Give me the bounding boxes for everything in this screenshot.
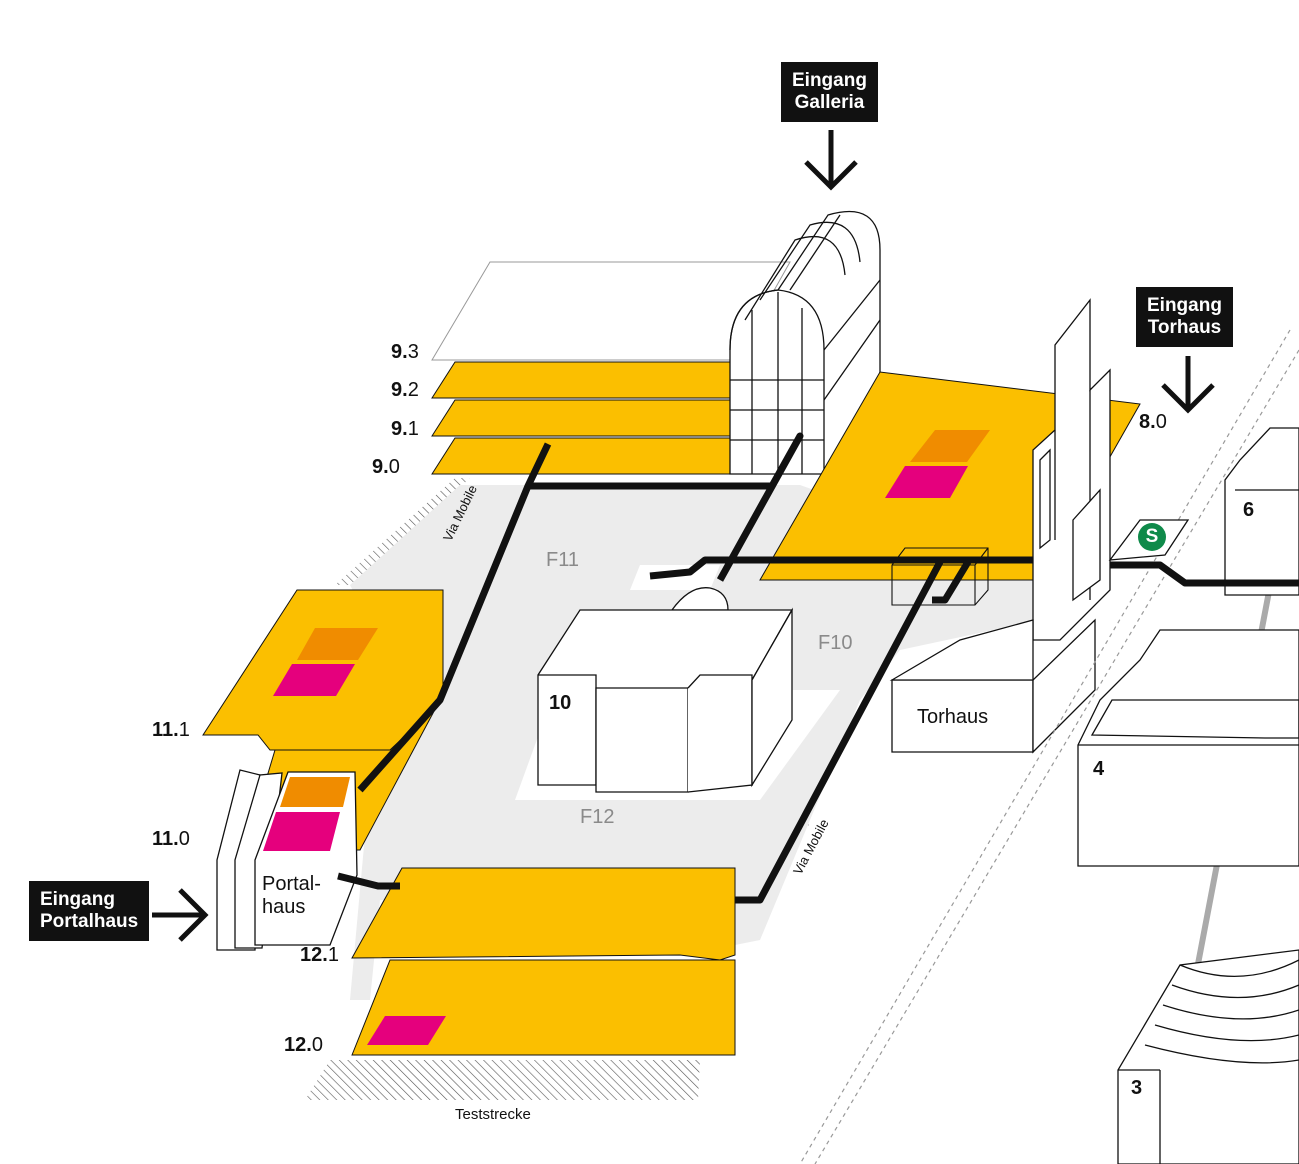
portalhaus-building (216, 769, 358, 951)
hall-6-label: 6 (1243, 499, 1255, 521)
level-9-0: 9.0 (372, 456, 400, 478)
portalhaus-line1: Portal- (262, 873, 321, 895)
hall-9-level-1 (431, 399, 736, 437)
entrance-galleria-line2: Galleria (794, 92, 865, 113)
entrance-portalhaus-label: Eingang Portalhaus (29, 881, 150, 941)
portalhaus-label: Portal- haus (262, 873, 321, 919)
hall-9-level-0 (431, 437, 736, 475)
hall-12-level-1 (351, 867, 736, 961)
hall-4 (1077, 629, 1299, 867)
level-12-1: 12.1 (300, 944, 339, 966)
hall-9-level-2 (431, 361, 736, 399)
hall-11-highlight-magenta (273, 664, 355, 696)
hall-3-label: 3 (1131, 1077, 1143, 1099)
railway-lines (799, 329, 1299, 1164)
level-11-0: 11.0 (152, 828, 190, 850)
hall-12-level-0 (351, 959, 736, 1056)
via-mobile-walkways (337, 432, 1299, 904)
hall-12 (351, 867, 736, 1056)
hall-8-highlight-magenta (885, 466, 968, 498)
hall-3 (1117, 949, 1299, 1164)
galleria-building (729, 210, 881, 475)
level-8-0: 8.0 (1139, 411, 1167, 433)
area-f10: F10 (818, 632, 853, 654)
area-f12: F12 (580, 806, 615, 828)
portalhaus-line2: haus (262, 896, 306, 918)
portalhaus-highlight-magenta (263, 812, 340, 851)
hall-9 (431, 261, 791, 475)
hall-10-label: 10 (549, 692, 572, 714)
arrow-right-icon (152, 888, 209, 942)
hall-10 (537, 587, 794, 793)
hall-9-level-3 (431, 261, 791, 361)
entrance-portalhaus-line1: Eingang (40, 889, 115, 910)
torhaus-label: Torhaus (917, 706, 989, 728)
level-12-0: 12.0 (284, 1034, 323, 1056)
f11-inner-court (630, 565, 720, 590)
hall-12-highlight-magenta (367, 1016, 446, 1045)
level-9-2: 9.2 (391, 379, 419, 401)
sbahn-icon[interactable]: S (1138, 523, 1166, 551)
portalhaus-highlight-orange (280, 777, 350, 807)
teststrecke-label: Teststrecke (455, 1106, 531, 1123)
entrance-galleria-label: Eingang Galleria (781, 62, 878, 122)
arrow-down-icon (1161, 356, 1215, 414)
level-9-3: 9.3 (391, 341, 419, 363)
area-f11: F11 (546, 549, 579, 571)
torhaus-tower (1032, 298, 1111, 641)
entrance-galleria-line1: Eingang (792, 70, 867, 91)
hall-11-highlight-orange (297, 628, 378, 660)
hall-8-highlight-orange (910, 430, 990, 462)
hall-6 (1224, 427, 1299, 596)
level-11-1: 11.1 (152, 719, 190, 741)
hall-4-label: 4 (1093, 758, 1105, 780)
level-9-1: 9.1 (391, 418, 419, 440)
entrance-torhaus-label: Eingang Torhaus (1136, 287, 1233, 347)
entrance-torhaus-line1: Eingang (1147, 295, 1222, 316)
entrance-portalhaus-line2: Portalhaus (40, 911, 139, 932)
torhaus-base (889, 618, 1096, 754)
entrance-torhaus-line2: Torhaus (1147, 317, 1222, 338)
arrow-down-icon (804, 130, 858, 191)
